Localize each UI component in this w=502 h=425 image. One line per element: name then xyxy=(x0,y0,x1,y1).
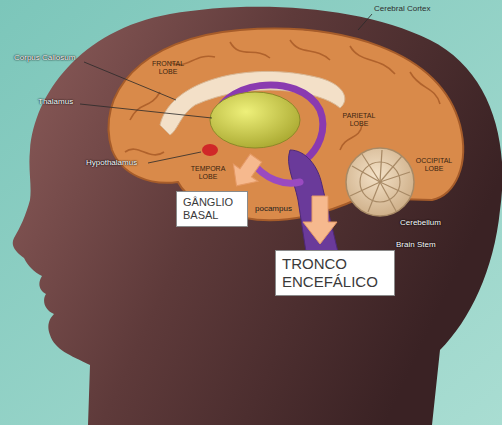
part-label: Hypothalamus xyxy=(86,158,137,167)
box-text: GÂNGLIO BASAL xyxy=(183,196,233,222)
part-label: Cerebral Cortex xyxy=(374,4,430,13)
label-box: TRONCO ENCEFÁLICO xyxy=(275,250,395,296)
part-label: PARIETAL LOBE xyxy=(340,112,378,128)
leader-lines xyxy=(80,14,372,163)
part-label: TEMPORA LOBE xyxy=(190,165,226,181)
callout-arrow xyxy=(303,196,337,244)
thalamus xyxy=(210,92,300,148)
part-label: Thalamus xyxy=(38,97,73,106)
part-label: FRONTAL LOBE xyxy=(150,60,186,76)
label-box: GÂNGLIO BASAL xyxy=(176,191,248,227)
hypothalamus xyxy=(202,144,218,156)
cerebral-cortex xyxy=(108,29,463,221)
part-label: Cerebellum xyxy=(400,218,441,227)
cerebellum-folia xyxy=(350,150,410,212)
brain-stem xyxy=(289,150,338,252)
callout-arrow xyxy=(224,149,268,194)
head-silhouette xyxy=(13,7,502,425)
part-label: Brain Stem xyxy=(396,240,436,249)
part-label: Corpus Callosum xyxy=(14,53,75,62)
cerebellum xyxy=(346,148,414,216)
part-label: OCCIPITAL LOBE xyxy=(414,157,454,173)
part-label: pocampus xyxy=(255,204,292,213)
box-text: TRONCO ENCEFÁLICO xyxy=(282,255,378,291)
